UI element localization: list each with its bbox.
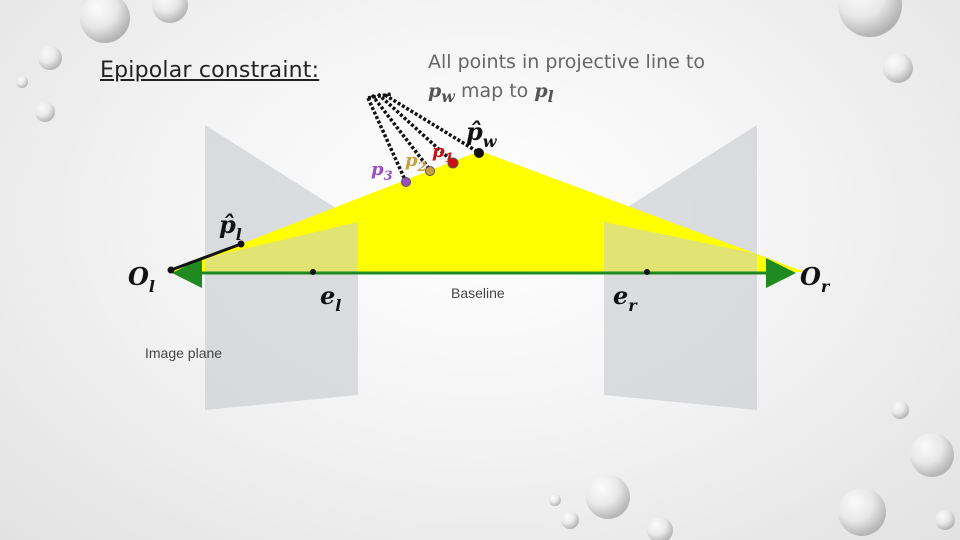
point-p2 [425, 166, 435, 176]
point-p-w-hat [474, 148, 484, 158]
callout-map-to: map to [460, 80, 529, 102]
label-p3: p3 [371, 159, 393, 184]
label-p1: p1 [432, 141, 454, 166]
water-drop [910, 433, 954, 477]
slide-title: Epipolar constraint: [100, 58, 320, 83]
label-e-left: el [320, 281, 341, 315]
water-drop [586, 475, 630, 519]
point-o-left [167, 266, 175, 274]
water-drop [883, 53, 913, 83]
water-drop [647, 517, 673, 540]
water-drop [891, 401, 909, 419]
point-e-right [644, 269, 650, 275]
label-p-w-hat: p̂w [466, 117, 498, 151]
label-e-right: er [613, 281, 638, 315]
projection-line [170, 242, 242, 272]
water-drop [561, 511, 579, 529]
water-drops [16, 0, 955, 540]
water-drop [80, 0, 130, 43]
water-drop [838, 0, 902, 37]
label-p-l-hat: p̂l [219, 210, 242, 244]
point-p-l-hat [237, 240, 245, 248]
water-drop [838, 488, 886, 536]
water-drop [935, 510, 955, 530]
water-drop [35, 102, 55, 122]
projective-rays [366, 92, 479, 183]
water-drop [549, 494, 561, 506]
baseline-label: Baseline [451, 285, 505, 301]
label-p2: p2 [405, 150, 427, 175]
point-e-left [310, 269, 316, 275]
point-p3 [401, 177, 411, 187]
point-p1 [447, 157, 459, 169]
water-drop [38, 46, 62, 70]
callout-line-1: All points in projective line to [428, 51, 705, 73]
label-o-left: Ol [128, 262, 155, 296]
image-plane-label: Image plane [145, 345, 223, 361]
callout-var-pl: pl [534, 80, 554, 106]
water-drop [152, 0, 188, 23]
water-drop [16, 76, 28, 88]
label-o-right: Or [800, 262, 831, 296]
callout-var-pw: pw [428, 80, 455, 106]
callout-text: All points in projective line to pw map … [428, 48, 768, 111]
callout-line-2: pw map to pl [428, 77, 768, 111]
